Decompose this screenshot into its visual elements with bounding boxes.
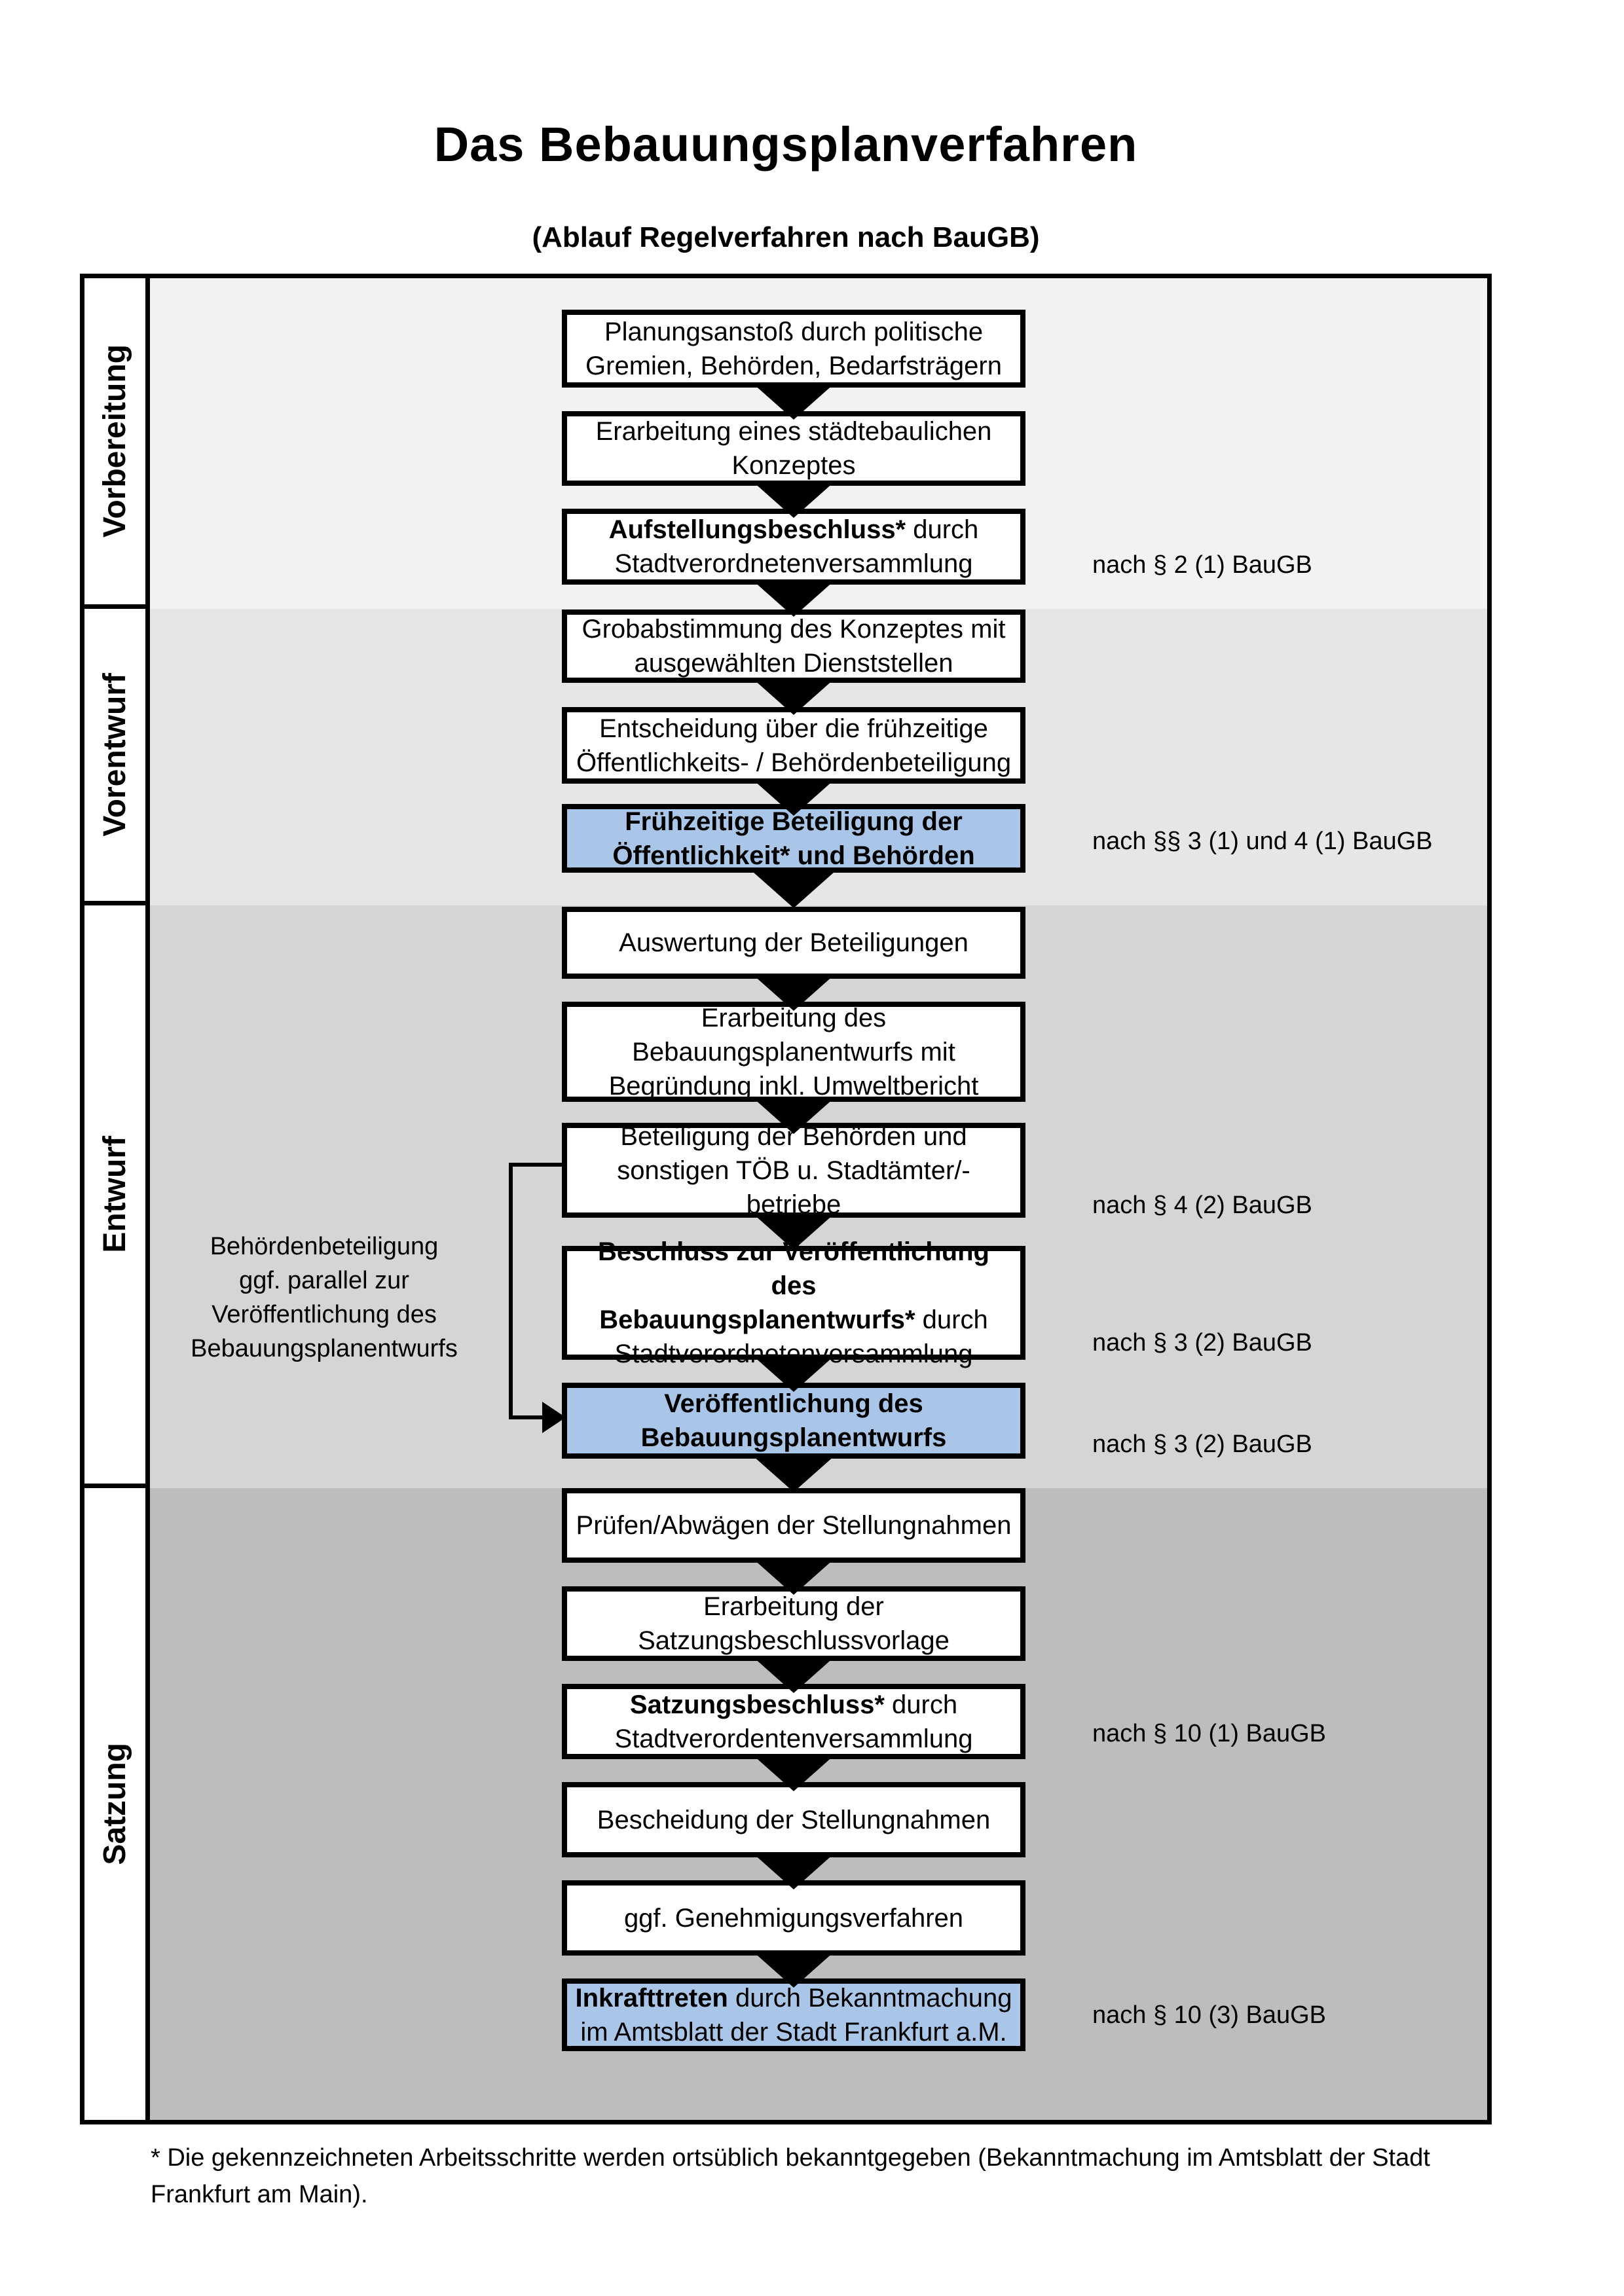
- page-subtitle: (Ablauf Regelverfahren nach BauGB): [532, 221, 1040, 253]
- step-veroeffentlichung-entwurf: Veröffentlichung des Bebauungsplanentwur…: [562, 1383, 1025, 1459]
- flow-arrow-down-icon: [753, 975, 834, 1011]
- step-grobabstimmung: Grobabstimmung des Konzeptes mit ausgewä…: [562, 610, 1025, 683]
- flow-arrow-down-icon: [753, 1456, 834, 1492]
- step-entscheidung-beteiligung: Entscheidung über die frühzeitige Öffent…: [562, 707, 1025, 784]
- phase-label-satzung: Satzung: [98, 1743, 132, 1865]
- flow-arrow-down-icon: [753, 1952, 834, 1988]
- step-pruefen-abwaegen: Prüfen/Abwägen der Stellungnahmen: [562, 1488, 1025, 1563]
- legal-ref-behoerdenbeteiligung: nach § 4 (2) BauGB: [1092, 1192, 1312, 1219]
- flow-arrow-down-icon: [753, 1356, 834, 1392]
- elbow-connector-top-line: [509, 1163, 564, 1167]
- legal-ref-inkrafttreten: nach § 10 (3) BauGB: [1092, 2001, 1326, 2029]
- flow-arrow-down-icon: [753, 872, 834, 908]
- elbow-connector-bottom-line: [509, 1415, 545, 1419]
- flow-arrow-down-icon: [753, 1214, 834, 1250]
- legal-ref-fruehzeitige-beteiligung: nach §§ 3 (1) und 4 (1) BauGB: [1092, 828, 1433, 855]
- phase-label-entwurf: Entwurf: [98, 1136, 132, 1253]
- flow-arrow-down-icon: [753, 482, 834, 518]
- phase-cell-vorentwurf: Vorentwurf: [84, 609, 150, 905]
- parallel-note: Behördenbeteiligung ggf. parallel zur Ve…: [191, 1233, 458, 1362]
- step-inkrafttreten: Inkrafttreten durch Bekanntmachung im Am…: [562, 1978, 1025, 2051]
- flow-arrow-down-icon: [753, 780, 834, 816]
- step-beteiligung-behoerden: Beteiligung der Behörden und sonstigen T…: [562, 1122, 1025, 1219]
- legal-ref-satzungsbeschluss: nach § 10 (1) BauGB: [1092, 1720, 1326, 1747]
- elbow-connector-vertical-line: [509, 1163, 513, 1419]
- phase-label-vorentwurf: Vorentwurf: [98, 673, 132, 837]
- step-planungsanstoss: Planungsanstoß durch politische Gremien,…: [562, 310, 1025, 388]
- flow-arrow-down-icon: [753, 581, 834, 617]
- flow-arrow-down-icon: [753, 1559, 834, 1595]
- flow-arrow-down-icon: [753, 1657, 834, 1693]
- legal-ref-beschluss-veroeffentlichung: nach § 3 (2) BauGB: [1092, 1329, 1312, 1357]
- phase-cell-satzung: Satzung: [84, 1488, 150, 2120]
- phase-label-vorbereitung: Vorbereitung: [98, 344, 132, 538]
- phase-cell-vorbereitung: Vorbereitung: [84, 278, 150, 609]
- step-satzungsbeschlussvorlage: Erarbeitung der Satzungsbeschlussvorlage: [562, 1586, 1025, 1661]
- step-satzungsbeschluss: Satzungsbeschluss* durch Stadtverordente…: [562, 1684, 1025, 1759]
- step-genehmigungsverfahren: ggf. Genehmigungsverfahren: [562, 1880, 1025, 1956]
- page-title: Das Bebauungsplanverfahren: [434, 117, 1138, 172]
- footnote: * Die gekennzeichneten Arbeitsschritte w…: [151, 2144, 1430, 2208]
- step-erarbeitung-konzept: Erarbeitung eines städtebaulichen Konzep…: [562, 411, 1025, 486]
- phase-cell-entwurf: Entwurf: [84, 905, 150, 1488]
- step-auswertung: Auswertung der Beteiligungen: [562, 907, 1025, 979]
- flow-arrow-down-icon: [753, 1755, 834, 1791]
- flow-arrow-down-icon: [753, 1098, 834, 1134]
- step-bescheidung: Bescheidung der Stellungnahmen: [562, 1782, 1025, 1857]
- flow-arrow-down-icon: [753, 679, 834, 715]
- legal-ref-aufstellungsbeschluss: nach § 2 (1) BauGB: [1092, 551, 1312, 579]
- step-beschluss-veroeffentlichung: Beschluss zur Veröffentlichung des Bebau…: [562, 1237, 1025, 1368]
- step-aufstellungsbeschluss: Aufstellungsbeschluss* durch Stadtverord…: [562, 509, 1025, 585]
- step-erarbeitung-entwurf: Erarbeitung des Bebauungsplanentwurfs mi…: [562, 1002, 1025, 1102]
- flow-arrow-down-icon: [753, 1853, 834, 1889]
- legal-ref-veroeffentlichung: nach § 3 (2) BauGB: [1092, 1430, 1312, 1458]
- flow-arrow-down-icon: [753, 384, 834, 420]
